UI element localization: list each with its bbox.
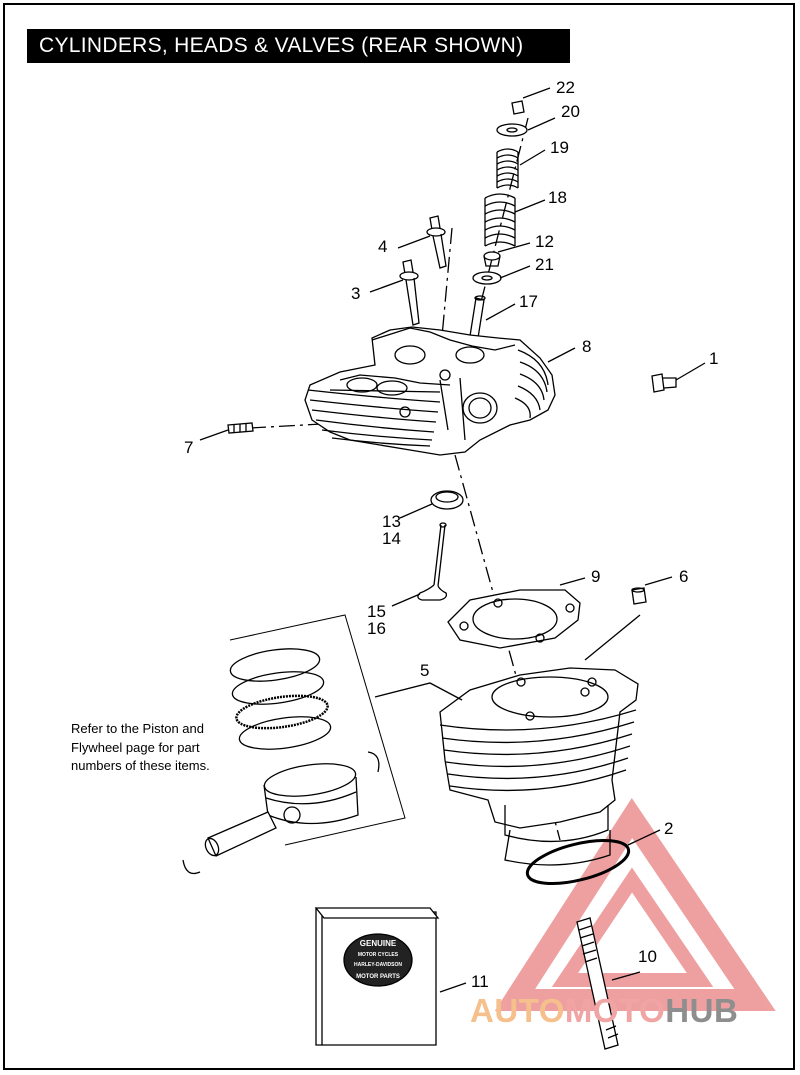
- head-stud-part-4: [426, 215, 447, 269]
- bolt-part: [651, 373, 677, 393]
- callout-9: 9: [591, 567, 600, 586]
- valve-seal-part: [483, 251, 501, 267]
- inner-valve-spring-part: [496, 148, 519, 189]
- watermark-triangle: [494, 798, 776, 1011]
- logo-line2: MOTOR CYCLES: [358, 952, 399, 958]
- callout-13: 13: [382, 512, 401, 531]
- watermark-part3: HUB: [665, 992, 739, 1029]
- logo-line4: MOTOR PARTS: [356, 974, 400, 980]
- retaining-clip-part: [182, 751, 380, 875]
- head-gasket-part: [447, 589, 581, 649]
- callout-17: 17: [519, 292, 538, 311]
- piston-reference-note: Refer to the Piston and Flywheel page fo…: [71, 721, 210, 773]
- callout-16: 16: [367, 619, 386, 638]
- spring-seat-part: [472, 271, 502, 285]
- cylinder-head-part: [304, 326, 556, 456]
- piston-part: [263, 763, 359, 825]
- valve-seat-part: [430, 490, 464, 510]
- callout-1: 1: [709, 349, 718, 368]
- valve-part: [417, 522, 448, 601]
- dowel-pin-part: [227, 422, 254, 434]
- piston-pin-part: [204, 811, 277, 857]
- callout-10: 10: [638, 947, 657, 966]
- callout-15: 15: [367, 602, 386, 621]
- valve-keeper-part: [511, 100, 525, 115]
- callout-19: 19: [550, 138, 569, 157]
- harley-logo: GENUINE MOTOR CYCLES HARLEY-DAVIDSON MOT…: [354, 939, 402, 980]
- callout-11: 11: [471, 972, 489, 991]
- callout-18: 18: [548, 188, 567, 207]
- valve-guide-part: [469, 295, 486, 339]
- outer-valve-spring-part: [484, 193, 516, 247]
- cylinder-part: [439, 667, 639, 866]
- callout-12: 12: [535, 232, 554, 251]
- watermark-part2: MOTO: [564, 992, 666, 1029]
- callout-8: 8: [582, 337, 591, 356]
- callout-14: 14: [382, 529, 401, 548]
- callout-20: 20: [561, 102, 580, 121]
- callout-21: 21: [535, 255, 554, 274]
- o-ring-part: [525, 838, 631, 886]
- decal-kit-part: [314, 907, 440, 1046]
- logo-line1: GENUINE: [360, 939, 397, 948]
- cylinder-stud-part: [576, 917, 619, 1050]
- callout-6: 6: [679, 567, 688, 586]
- cylinder-dowel-part: [631, 587, 647, 605]
- callout-7: 7: [184, 438, 193, 457]
- diagram-frame: [3, 3, 795, 1070]
- piston-rings-part: [229, 648, 332, 750]
- watermark-text: AUTOMOTOHUB: [470, 992, 738, 1030]
- callout-2: 2: [664, 819, 673, 838]
- callout-5: 5: [420, 661, 429, 680]
- watermark-part1: AUTO: [470, 992, 565, 1029]
- page-title: CYLINDERS, HEADS & VALVES (REAR SHOWN): [27, 29, 570, 63]
- spring-retainer-part: [496, 123, 528, 137]
- callout-4: 4: [378, 237, 387, 256]
- head-stud-part-3: [399, 259, 420, 326]
- callout-22: 22: [556, 78, 575, 97]
- callout-3: 3: [351, 284, 360, 303]
- logo-line3: HARLEY-DAVIDSON: [354, 962, 402, 968]
